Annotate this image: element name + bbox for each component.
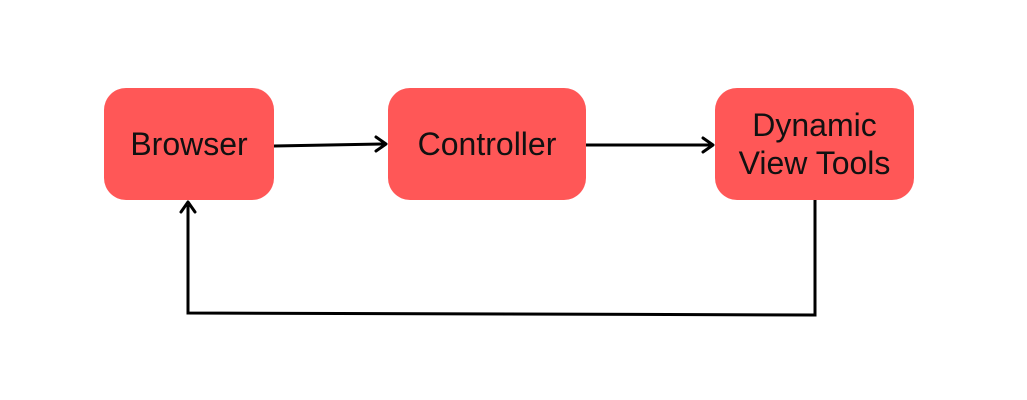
node-browser-label: Browser xyxy=(130,125,248,162)
edge-browser-to-controller xyxy=(272,135,388,153)
node-dynamic-view-tools: Dynamic View Tools xyxy=(715,88,914,200)
node-controller-label: Controller xyxy=(417,125,557,162)
edge-dynamic-view-tools-to-browser xyxy=(179,200,817,317)
node-dynamic-view-tools-label: Dynamic View Tools xyxy=(738,106,891,181)
node-controller: Controller xyxy=(388,88,586,200)
arrowhead-icon xyxy=(701,136,715,154)
arrowhead-icon xyxy=(179,200,197,214)
arrowhead-icon xyxy=(374,135,388,153)
node-browser: Browser xyxy=(104,88,274,200)
edge-controller-to-dynamic-view-tools xyxy=(584,136,715,154)
